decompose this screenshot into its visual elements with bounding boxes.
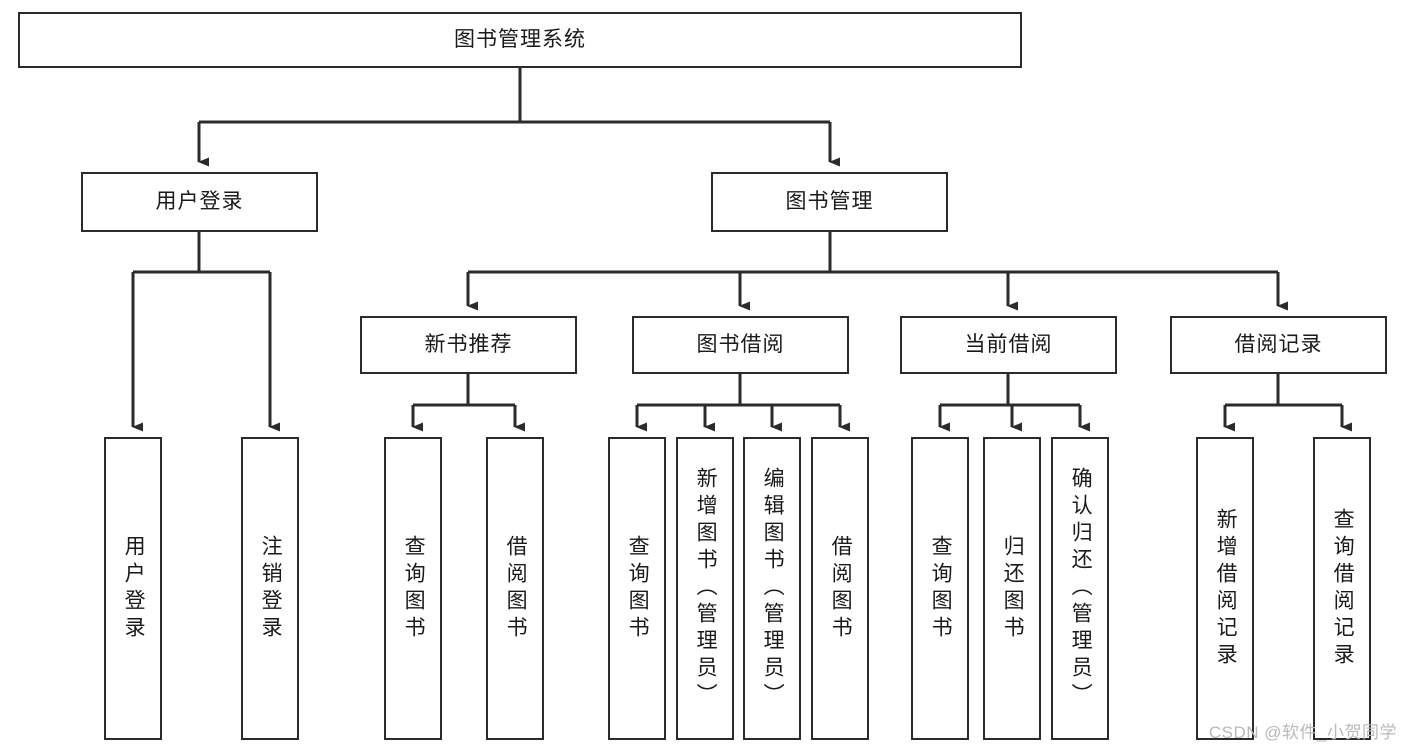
node-leaf-query-record[interactable]: 查询借阅记录 bbox=[1313, 437, 1371, 740]
node-leaf-user-login[interactable]: 用户登录 bbox=[104, 437, 162, 740]
node-leaf-add-book-label: 新增图书（管理员） bbox=[694, 467, 718, 710]
node-book-manage[interactable]: 图书管理 bbox=[711, 172, 948, 232]
node-leaf-add-book[interactable]: 新增图书（管理员） bbox=[676, 437, 734, 740]
node-leaf-confirm-return-label: 确认归还（管理员） bbox=[1069, 467, 1093, 710]
node-leaf-add-record[interactable]: 新增借阅记录 bbox=[1196, 437, 1254, 740]
node-leaf-borrow-book[interactable]: 借阅图书 bbox=[811, 437, 869, 740]
node-leaf-query-book-rec-label: 查询图书 bbox=[402, 534, 426, 643]
node-leaf-borrow-book-label: 借阅图书 bbox=[829, 534, 853, 643]
node-leaf-user-login-label: 用户登录 bbox=[122, 534, 146, 643]
node-leaf-query-book-rec[interactable]: 查询图书 bbox=[384, 437, 442, 740]
node-leaf-return-book[interactable]: 归还图书 bbox=[983, 437, 1041, 740]
node-book-borrow[interactable]: 图书借阅 bbox=[632, 316, 849, 374]
node-leaf-query-book-cur-label: 查询图书 bbox=[929, 534, 953, 643]
node-leaf-edit-book-label: 编辑图书（管理员） bbox=[761, 467, 785, 710]
node-current-borrow[interactable]: 当前借阅 bbox=[900, 316, 1117, 374]
node-leaf-borrow-book-rec-label: 借阅图书 bbox=[504, 534, 528, 643]
node-user-login-label: 用户登录 bbox=[155, 190, 244, 214]
node-book-manage-label: 图书管理 bbox=[785, 190, 874, 214]
node-leaf-borrow-book-rec[interactable]: 借阅图书 bbox=[486, 437, 544, 740]
node-leaf-logout[interactable]: 注销登录 bbox=[241, 437, 299, 740]
node-leaf-edit-book[interactable]: 编辑图书（管理员） bbox=[743, 437, 801, 740]
node-user-login[interactable]: 用户登录 bbox=[81, 172, 318, 232]
node-new-book-recommend[interactable]: 新书推荐 bbox=[360, 316, 577, 374]
node-leaf-logout-label: 注销登录 bbox=[259, 534, 283, 643]
node-leaf-return-book-label: 归还图书 bbox=[1001, 534, 1025, 643]
node-leaf-add-record-label: 新增借阅记录 bbox=[1214, 507, 1238, 670]
csdn-watermark: CSDN @软件_小贺同学 bbox=[1208, 723, 1397, 742]
node-root[interactable]: 图书管理系统 bbox=[18, 12, 1022, 68]
node-borrow-record-label: 借阅记录 bbox=[1234, 333, 1323, 357]
node-new-book-recommend-label: 新书推荐 bbox=[424, 333, 513, 357]
node-leaf-confirm-return[interactable]: 确认归还（管理员） bbox=[1051, 437, 1109, 740]
node-leaf-query-book-borrow-label: 查询图书 bbox=[626, 534, 650, 643]
node-current-borrow-label: 当前借阅 bbox=[964, 333, 1053, 357]
node-root-label: 图书管理系统 bbox=[454, 28, 586, 52]
node-borrow-record[interactable]: 借阅记录 bbox=[1170, 316, 1387, 374]
node-leaf-query-record-label: 查询借阅记录 bbox=[1331, 507, 1355, 670]
node-book-borrow-label: 图书借阅 bbox=[696, 333, 785, 357]
node-leaf-query-book-cur[interactable]: 查询图书 bbox=[911, 437, 969, 740]
node-leaf-query-book-borrow[interactable]: 查询图书 bbox=[608, 437, 666, 740]
